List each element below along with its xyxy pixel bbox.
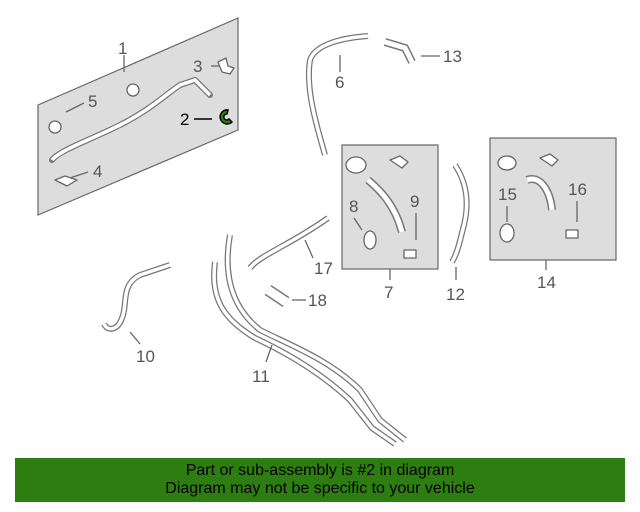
banner-line-1: Part or sub-assembly is #2 in diagram (185, 462, 455, 479)
parts-diagram: 1 3 5 4 2 6 13 8 9 7 12 15 16 14 17 (37, 17, 617, 447)
callout-2: 2 (180, 110, 189, 129)
info-banner: Part or sub-assembly is #2 in diagram Di… (15, 458, 625, 502)
callout-15: 15 (498, 185, 517, 204)
callout-9: 9 (410, 192, 419, 211)
callout-5: 5 (88, 92, 97, 111)
callout-13: 13 (443, 47, 462, 66)
callout-14: 14 (537, 273, 556, 292)
callout-6: 6 (335, 73, 344, 92)
callout-1: 1 (118, 39, 127, 58)
callout-4: 4 (93, 162, 102, 181)
callout-12: 12 (446, 285, 465, 304)
callout-7: 7 (384, 283, 393, 302)
callout-8: 8 (349, 197, 358, 216)
callout-3: 3 (193, 57, 202, 76)
callout-18: 18 (308, 291, 327, 310)
banner-line-2: Diagram may not be specific to your vehi… (165, 480, 475, 497)
callout-16: 16 (568, 180, 587, 199)
group-1-panel (37, 17, 239, 216)
callout-11: 11 (252, 367, 270, 386)
callout-17: 17 (314, 259, 333, 278)
callout-10: 10 (136, 347, 155, 366)
part-2-clamp-icon[interactable] (219, 109, 234, 125)
